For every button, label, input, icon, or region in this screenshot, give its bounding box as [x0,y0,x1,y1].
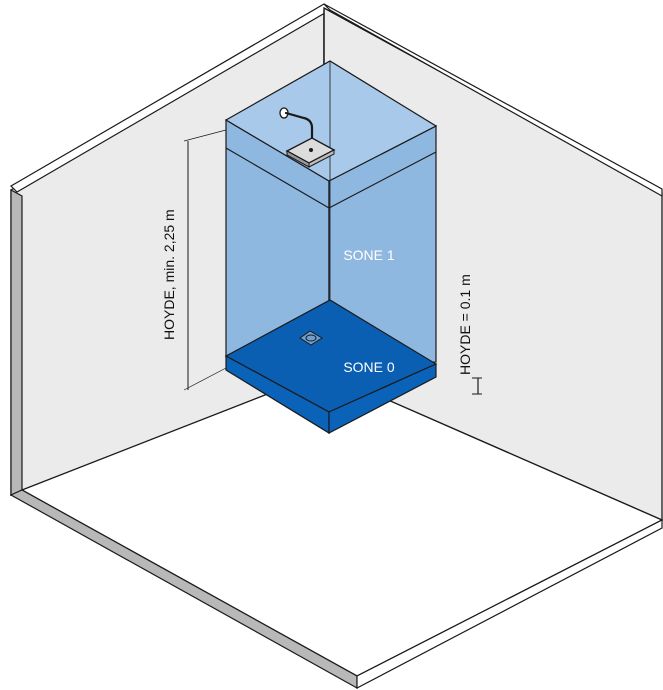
zone-0-volume [224,299,438,435]
shower-head-icon [279,107,336,168]
zone-1-ceiling-line-left [225,147,330,209]
zone-0-label: SONE 0 [343,359,395,375]
floor-drain-icon [299,330,323,346]
zone-1-volume [224,60,438,365]
zone-1-ceiling-line-right [328,151,437,209]
zone-1-top-face [224,60,438,182]
zone-0-right-face [328,363,437,434]
zone-0-height-label: HOYDE = 0.1 m [457,274,473,375]
height-dimension: HOYDE, min. 2,25 m [161,129,227,391]
zone-0-height-dimension: HOYDE = 0.1 m [457,274,482,395]
left-wall-side-edge [10,188,23,496]
floor-edge-right [356,519,663,689]
zone-1-label: SONE 1 [343,247,395,263]
height-dimension-label: HOYDE, min. 2,25 m [161,209,177,340]
right-wall-top-edge [323,3,663,198]
